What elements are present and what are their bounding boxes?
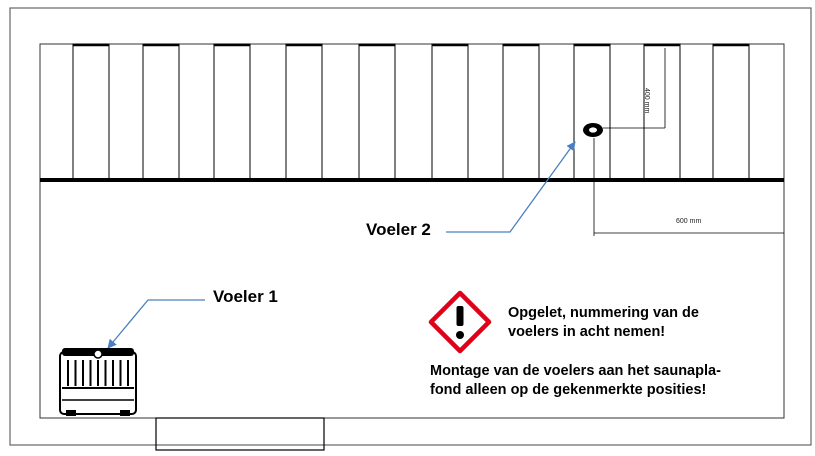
warning-line-1: Opgelet, nummering van de <box>508 305 699 321</box>
warning-icon <box>428 290 492 354</box>
outer-frame <box>9 7 812 446</box>
ceiling-board <box>712 43 750 181</box>
ceiling-boards <box>72 43 750 181</box>
mounting-text: Montage van de voelers aan het saunapla-… <box>430 362 721 400</box>
warning-text: Opgelet, nummering van de voelers in ach… <box>508 304 699 342</box>
arrow-voeler-2 <box>446 141 576 233</box>
dimension-600: 600 mm <box>676 218 702 225</box>
warning-line-2: voelers in acht nemen! <box>508 324 666 340</box>
ceiling-board <box>358 43 396 181</box>
ceiling-board <box>72 43 110 181</box>
door <box>155 417 325 451</box>
arrow-voeler-1 <box>107 299 205 349</box>
label-voeler-1: Voeler 1 <box>213 287 278 306</box>
ceiling-board <box>573 43 611 181</box>
ceiling-board <box>431 43 469 181</box>
mounting-line-1: Montage van de voelers aan het saunapla- <box>430 363 721 379</box>
label-voeler-2: Voeler 2 <box>366 220 431 239</box>
dimension-lines <box>593 48 784 236</box>
ceiling-board <box>285 43 323 181</box>
stove-icon <box>59 348 137 416</box>
mounting-line-2: fond alleen op de gekenmerkte posities! <box>430 382 707 398</box>
sensor-icon <box>583 123 603 137</box>
room-outline <box>39 43 785 419</box>
ceiling-board <box>142 43 180 181</box>
dimension-400: 400 mm <box>643 88 650 114</box>
ceiling-board <box>502 43 540 181</box>
ceiling-board <box>213 43 251 181</box>
